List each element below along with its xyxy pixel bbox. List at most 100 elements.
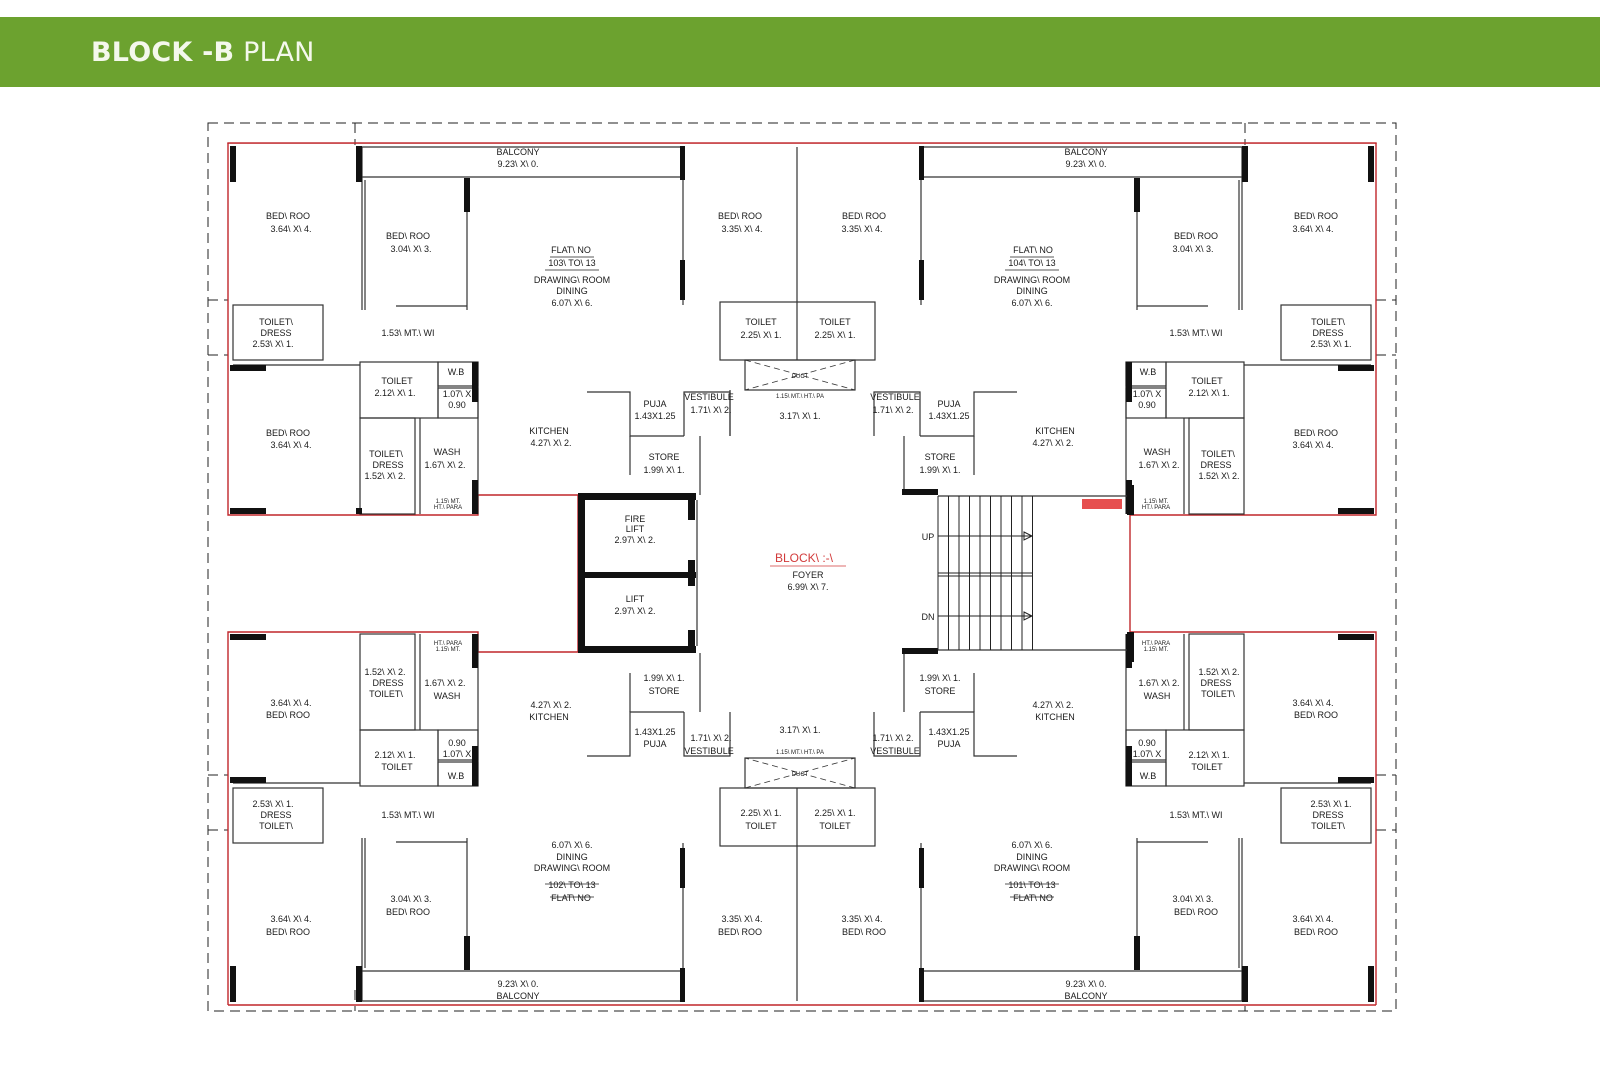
dining-label: DINING: [1016, 852, 1048, 862]
drawing-room-size: 6.07\ X\ 6.: [551, 840, 592, 850]
toilet-dress-a-label-2: DRESS: [1312, 328, 1343, 338]
flat-no-label: FLAT\ NO: [551, 893, 591, 903]
wash-size: 1.67\ X\ 2.: [1138, 460, 1179, 470]
bedroom-3-label: BED\ ROO: [1294, 428, 1338, 438]
wash-basin-size: 1.07\ X: [1133, 749, 1162, 759]
drawing-room-size: 6.07\ X\ 6.: [1011, 840, 1052, 850]
core-labels: FIRE LIFT 2.97\ X\ 2. LIFT 2.97\ X\ 2. B…: [614, 374, 934, 778]
toilet-dress-b-label: TOILET\: [369, 449, 403, 459]
toilet-label: TOILET: [1191, 376, 1223, 386]
page-title: BLOCK -B PLAN: [91, 37, 315, 68]
toilet-dress-a-label: TOILET\: [1311, 821, 1345, 831]
toilet-dress-a-size: 2.53\ X\ 1.: [252, 339, 293, 349]
dashed-outline: [207, 122, 1397, 1012]
store-size: 1.99\ X\ 1.: [919, 465, 960, 475]
flat-no-value: 104\ TO\ 13: [1008, 258, 1055, 268]
flat-102-walls: [230, 633, 876, 1002]
page-title-bold: BLOCK -B: [91, 37, 235, 68]
toilet-size: 2.12\ X\ 1.: [1188, 750, 1229, 760]
wash-label: WASH: [434, 447, 461, 457]
toilet-dress-b-label: TOILET\: [369, 689, 403, 699]
lift-size: 2.97\ X\ 2.: [614, 606, 655, 616]
flat-no-value: 102\ TO\ 13: [548, 880, 595, 890]
top-parapet-note: 1.15\ MT.\ HT.\ PA: [776, 394, 824, 400]
wash-basin-label: W.B: [1140, 771, 1157, 781]
vestibule-size: 1.71\ X\ 2.: [690, 405, 731, 415]
flat-no-value: 101\ TO\ 13: [1008, 880, 1055, 890]
toilet-dress-a-size: 2.53\ X\ 1.: [252, 799, 293, 809]
toilet-dress-b-label: TOILET\: [1201, 689, 1235, 699]
wash-basin-label: W.B: [448, 771, 465, 781]
flat-101-walls: [873, 633, 1374, 1002]
wash-basin-size-2: 0.90: [1138, 738, 1156, 748]
vestibule-label: VESTIBULE: [684, 392, 734, 402]
parapet-note: 1.15\ MT.: [1144, 499, 1169, 505]
bedroom-2-label: BED\ ROO: [1174, 231, 1218, 241]
flat-103-thick-columns: [230, 146, 685, 514]
bottom-passage-size: 3.17\ X\ 1.: [779, 725, 820, 735]
core-toilet-size: 2.25\ X\ 1.: [814, 808, 855, 818]
top-passage-size: 3.17\ X\ 1.: [779, 411, 820, 421]
bedroom-4-size: 3.35\ X\ 4.: [721, 224, 762, 234]
wash-size: 1.67\ X\ 2.: [424, 678, 465, 688]
balcony-size: 9.23\ X\ 0.: [497, 979, 538, 989]
master-bedroom-size: 3.64\ X\ 4.: [270, 224, 311, 234]
puja-label: PUJA: [937, 739, 960, 749]
wash-basin-size-2: 0.90: [1138, 400, 1156, 410]
master-bedroom-label: BED\ ROO: [1294, 927, 1338, 937]
balcony-label: BALCONY: [1064, 991, 1107, 1001]
bedroom-3-label: BED\ ROO: [266, 428, 310, 438]
toilet-size: 2.12\ X\ 1.: [374, 750, 415, 760]
core-toilet-size: 2.25\ X\ 1.: [740, 808, 781, 818]
master-bedroom-size: 3.64\ X\ 4.: [1292, 914, 1333, 924]
dining-label: DINING: [556, 852, 588, 862]
drawing-room-size: 6.07\ X\ 6.: [1011, 298, 1052, 308]
vestibule-label: VESTIBULE: [870, 746, 920, 756]
fire-lift-size: 2.97\ X\ 2.: [614, 535, 655, 545]
toilet-dress-b-label-2: DRESS: [1200, 678, 1231, 688]
title-banner: BLOCK -B PLAN: [0, 17, 1600, 87]
bedroom-2-size: 3.04\ X\ 3.: [1172, 244, 1213, 254]
toilet-dress-b-label-2: DRESS: [372, 460, 403, 470]
top-duct-label: DUCT: [792, 374, 809, 380]
wash-size: 1.67\ X\ 2.: [424, 460, 465, 470]
bedroom-4-label: BED\ ROO: [842, 211, 886, 221]
parapet-note-2: HT.\ PARA: [434, 505, 462, 511]
parapet-note-2: HT.\ PARA: [1142, 505, 1170, 511]
bedroom-2-label: BED\ ROO: [1174, 907, 1218, 917]
vestibule-label: VESTIBULE: [684, 746, 734, 756]
kitchen-size: 4.27\ X\ 2.: [530, 438, 571, 448]
toilet-dress-b-label-2: DRESS: [1200, 460, 1231, 470]
flat-no-label: FLAT\ NO: [1013, 893, 1053, 903]
store-label: STORE: [649, 686, 680, 696]
drawing-room-size: 6.07\ X\ 6.: [551, 298, 592, 308]
toilet-dress-a-size: 2.53\ X\ 1.: [1310, 799, 1351, 809]
bedroom-4-label: BED\ ROO: [842, 927, 886, 937]
bedroom-3-size: 3.64\ X\ 4.: [1292, 440, 1333, 450]
stair-up-label: UP: [922, 532, 935, 542]
block-label: BLOCK\ :-\: [775, 551, 834, 565]
master-bedroom-size: 3.64\ X\ 4.: [1292, 224, 1333, 234]
core-toilet-label: TOILET: [819, 821, 851, 831]
toilet-dress-a-size: 2.53\ X\ 1.: [1310, 339, 1351, 349]
core-toilet-size: 2.25\ X\ 1.: [740, 330, 781, 340]
core-toilet-label: TOILET: [745, 821, 777, 831]
bedroom-4-label: BED\ ROO: [718, 927, 762, 937]
wash-basin-label: W.B: [448, 367, 465, 377]
staircase: [902, 485, 1134, 662]
kitchen-label: KITCHEN: [1035, 426, 1075, 436]
toilet-label: TOILET: [381, 376, 413, 386]
bottom-parapet-note: 1.15\ MT.\ HT.\ PA: [776, 750, 824, 756]
bedroom-3-label: BED\ ROO: [266, 710, 310, 720]
parapet-note: 1.15\ MT.: [436, 647, 461, 653]
bedroom-2-label: BED\ ROO: [386, 907, 430, 917]
vestibule-size: 1.71\ X\ 2.: [690, 733, 731, 743]
stair-dn-label: DN: [922, 612, 935, 622]
master-bedroom-size: 3.64\ X\ 4.: [270, 914, 311, 924]
fire-lift-label: FIRE: [625, 514, 646, 524]
lift-core: [578, 493, 698, 653]
kitchen-size: 4.27\ X\ 2.: [530, 700, 571, 710]
bedroom-2-size: 3.04\ X\ 3.: [390, 244, 431, 254]
